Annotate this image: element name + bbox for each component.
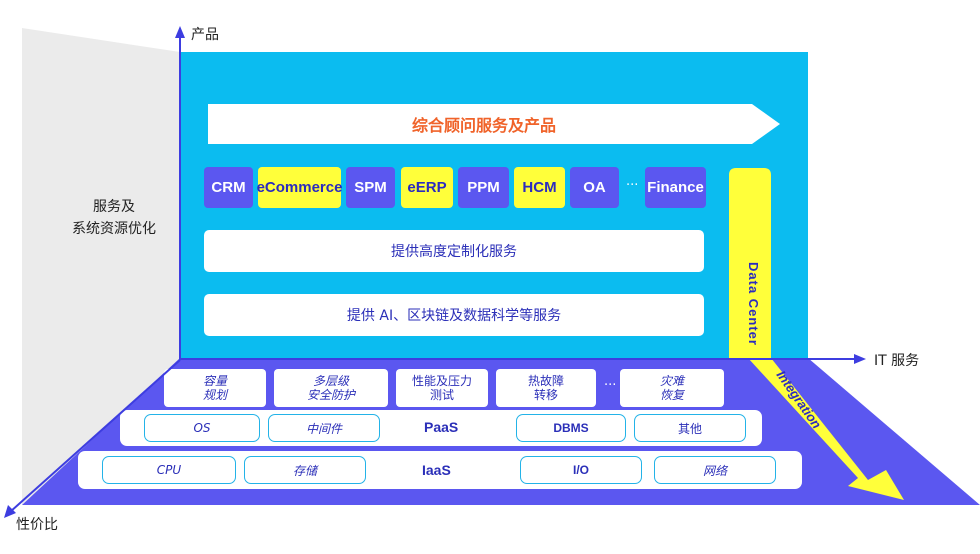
security-card: 多层级安全防护 bbox=[274, 369, 388, 407]
module-eerp[interactable]: eERP bbox=[401, 167, 453, 208]
module-hcm[interactable]: HCM bbox=[514, 167, 565, 208]
z-axis-label: 性价比 bbox=[16, 517, 58, 533]
module-spm[interactable]: SPM bbox=[346, 167, 395, 208]
module-crm[interactable]: CRM bbox=[204, 167, 253, 208]
x-axis-label: IT 服务 bbox=[874, 353, 920, 369]
disaster-recovery-card: 灾难恢复 bbox=[620, 369, 724, 407]
io-pill: I/O bbox=[520, 456, 642, 484]
ai-service-bar: 提供 AI、区块链及数据科学等服务 bbox=[204, 294, 704, 336]
y-axis-label: 产品 bbox=[191, 27, 219, 43]
module-ecommerce[interactable]: eCommerce bbox=[257, 167, 342, 208]
side-label: 服务及 系统资源优化 bbox=[72, 199, 156, 237]
modules-ellipsis: ··· bbox=[626, 178, 639, 193]
consulting-arrow-text: 综合顾问服务及产品 bbox=[411, 116, 556, 135]
iaas-label: IaaS bbox=[422, 462, 451, 478]
storage-pill: 存储 bbox=[244, 456, 366, 484]
cpu-pill: CPU bbox=[102, 456, 236, 484]
capacity-planning-card: 容量规划 bbox=[164, 369, 266, 407]
module-finance[interactable]: Finance bbox=[645, 167, 706, 208]
data-center-label: Data Center bbox=[746, 262, 761, 346]
performance-test-card: 性能及压力测试 bbox=[396, 369, 488, 407]
os-pill: OS bbox=[144, 414, 260, 442]
failover-card: 热故障转移 bbox=[496, 369, 596, 407]
network-pill: 网络 bbox=[654, 456, 776, 484]
custom-service-bar: 提供高度定制化服务 bbox=[204, 230, 704, 272]
paas-label: PaaS bbox=[424, 419, 459, 435]
module-ppm[interactable]: PPM bbox=[458, 167, 509, 208]
middleware-pill: 中间件 bbox=[268, 414, 380, 442]
top-row-ellipsis: ··· bbox=[604, 378, 617, 393]
other-pill: 其他 bbox=[634, 414, 746, 442]
consulting-arrow: 综合顾问服务及产品 bbox=[204, 100, 784, 148]
module-oa[interactable]: OA bbox=[570, 167, 619, 208]
dbms-pill: DBMS bbox=[516, 414, 626, 442]
